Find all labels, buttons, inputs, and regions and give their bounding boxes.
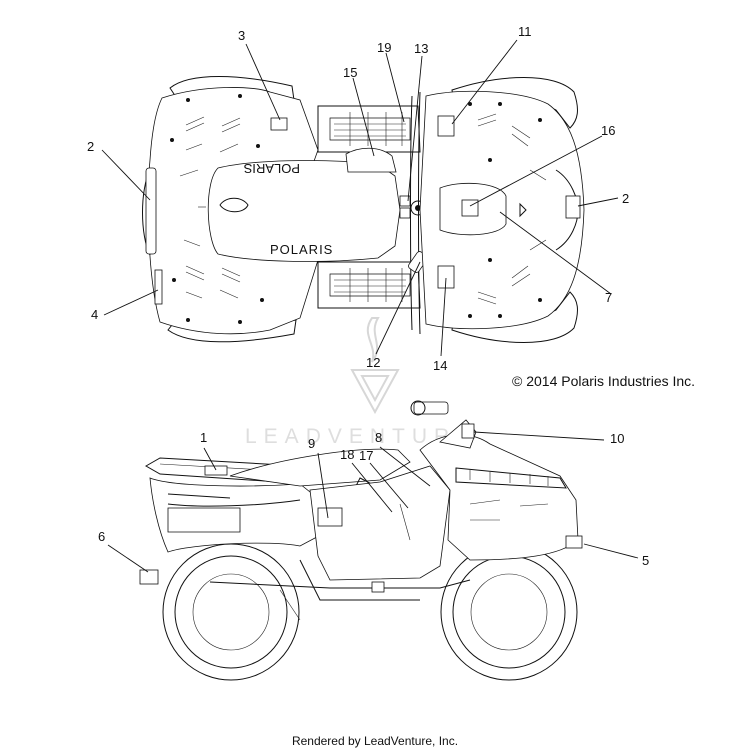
callout-11: 11 [518,24,532,39]
fender-logo-mirrored: POLARIS [243,161,300,176]
leader-lines [101,39,639,573]
callout-1: 1 [200,430,207,445]
decal-11 [437,115,455,137]
callout-8: 8 [375,430,382,445]
callout-7: 7 [605,290,612,305]
rendered-by-footer: Rendered by LeadVenture, Inc. [291,734,459,748]
callouts: 1 2 2 3 4 5 6 7 8 9 10 11 12 13 14 15 16… [87,24,649,568]
callout-18: 18 [340,447,354,462]
callout-6: 6 [98,529,105,544]
callout-14: 14 [433,358,447,373]
decal-19-bg [399,207,411,219]
decal-4 [154,269,163,305]
decal-9 [317,507,343,527]
callout-16: 16 [601,123,615,138]
watermark-text: LEADVENTURE [245,425,477,448]
decal-3 [270,117,288,131]
callout-15: 15 [343,65,357,80]
decal-10 [461,423,475,439]
callout-4: 4 [91,307,98,322]
decal-13 [399,195,411,207]
footrest-left [317,105,421,153]
callout-2-front: 2 [622,191,629,206]
callout-12: 12 [366,355,380,370]
decal-2-rear [145,167,157,255]
decal-2-front [565,195,581,219]
decal-1 [204,465,228,476]
top-view-atv: POLARIS POLARIS [142,76,585,343]
leadventure-watermark: LEADVENTURE [245,317,477,448]
decal-16 [461,199,479,217]
callout-2-rear: 2 [87,139,94,154]
footrest-right [317,261,421,309]
callout-5: 5 [642,553,649,568]
callout-3: 3 [238,28,245,43]
callout-10: 10 [610,431,624,446]
copyright-notice: © 2014 Polaris Industries Inc. [512,373,696,389]
fender-logo: POLARIS [270,242,333,257]
callout-17: 17 [359,448,373,463]
decal-6 [139,569,159,585]
decal-5 [565,535,583,549]
callout-9: 9 [308,436,315,451]
callout-19: 19 [377,40,391,55]
decal-14 [437,265,455,289]
callout-13: 13 [414,41,428,56]
